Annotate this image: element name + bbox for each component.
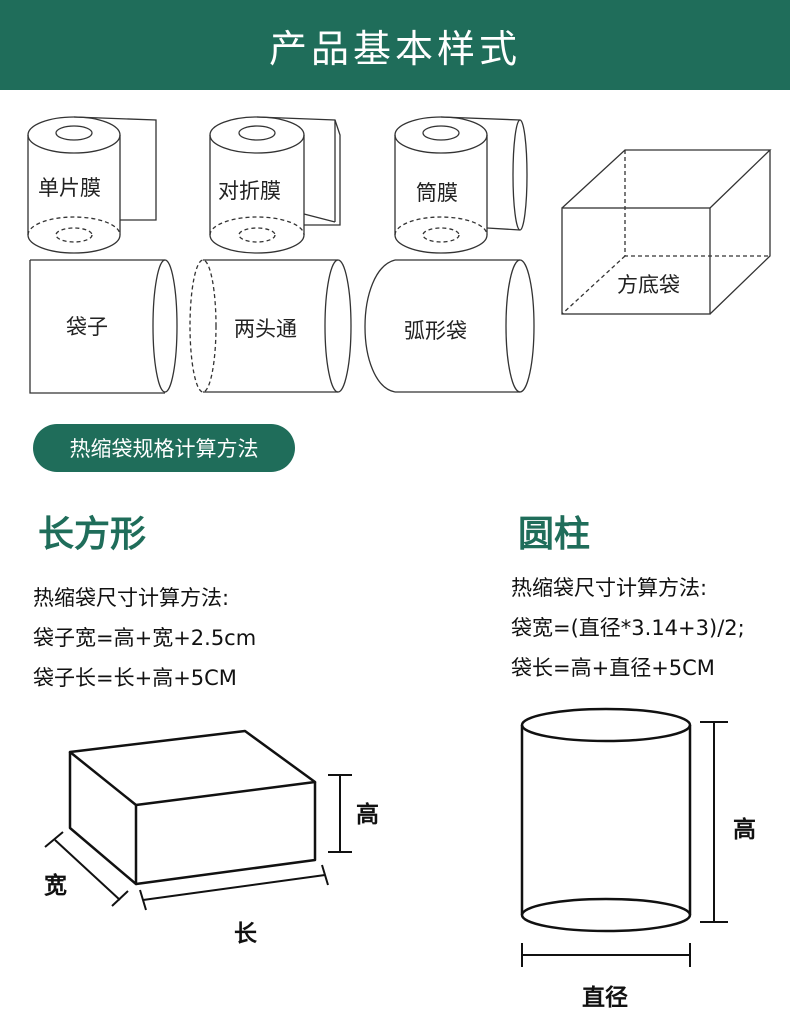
rectangle-formula: 热缩袋尺寸计算方法: 袋子宽=高+宽+2.5cm 袋子长=长+高+5CM [33, 578, 256, 698]
rectangle-bag-width-formula: 袋子宽=高+宽+2.5cm [33, 626, 257, 650]
style-label-box-bag: 方底袋 [617, 273, 680, 297]
style-label-tube: 筒膜 [416, 181, 458, 205]
calculation-method-pill: 热缩袋规格计算方法 [33, 424, 295, 472]
style-label-single: 单片膜 [38, 176, 101, 200]
cylinder-section-title: 圆柱 [518, 514, 591, 555]
box-height-label: 高 [356, 802, 379, 828]
cylinder-bag-length-formula: 袋长=高+直径+5CM [511, 656, 715, 680]
header-banner: 产品基本样式 [0, 0, 790, 90]
tube-film-roll-icon [394, 116, 528, 254]
rectangle-section-title: 长方形 [38, 514, 147, 555]
arc-bag-icon [364, 259, 535, 393]
page-title: 产品基本样式 [268, 26, 521, 71]
rectangle-formula-heading: 热缩袋尺寸计算方法: [33, 586, 230, 610]
style-label-open-both: 两头通 [234, 317, 297, 341]
square-bottom-bag-icon [561, 149, 772, 315]
style-label-bag: 袋子 [66, 315, 108, 339]
cylinder-bag-width-formula: 袋宽=(直径*3.14+3)/2; [511, 616, 745, 640]
box-length-label: 长 [234, 921, 257, 947]
box-diagram [44, 729, 352, 911]
style-label-arc-bag: 弧形袋 [404, 319, 467, 343]
bag-icon [29, 259, 178, 394]
folded-film-roll-icon [209, 116, 341, 254]
box-width-label: 宽 [44, 873, 67, 899]
cylinder-formula-heading: 热缩袋尺寸计算方法: [511, 576, 708, 600]
style-label-folded: 对折膜 [218, 179, 281, 203]
cylinder-formula: 热缩袋尺寸计算方法: 袋宽=(直径*3.14+3)/2; 袋长=高+直径+5CM [511, 568, 745, 688]
cylinder-diameter-label: 直径 [582, 985, 628, 1011]
open-both-ends-icon [189, 259, 352, 393]
cylinder-diagram [520, 707, 728, 967]
cylinder-height-label: 高 [733, 817, 756, 843]
rectangle-bag-length-formula: 袋子长=长+高+5CM [33, 666, 237, 690]
single-film-roll-icon [27, 116, 157, 254]
